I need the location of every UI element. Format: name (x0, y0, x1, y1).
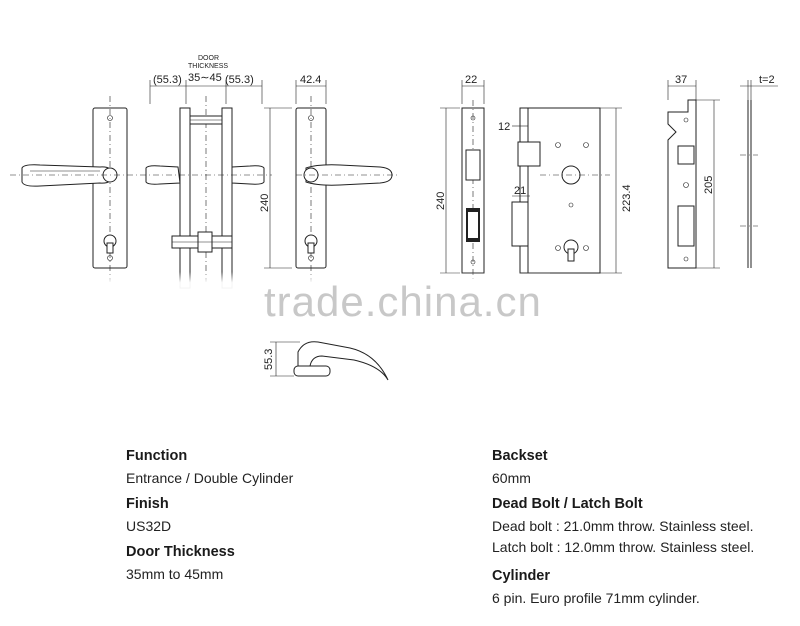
spec-bolts: Dead Bolt / Latch Bolt Dead bolt : 21.0m… (492, 496, 754, 558)
spec-backset: Backset 60mm (492, 448, 548, 489)
spec-backset-label: Backset (492, 448, 548, 464)
spec-finish-value: US32D (126, 518, 172, 534)
dim-strike-thickness: t=2 (759, 74, 775, 86)
spec-cylinder-label: Cylinder (492, 568, 551, 584)
lock-case-view (511, 107, 610, 274)
dim-strike-height: 205 (703, 176, 715, 194)
handle-profile-view (293, 341, 389, 381)
spec-function: Function Entrance / Double Cylinder (126, 448, 293, 489)
technical-drawing: DOOR THICKNESS (55.3) 35∼45 (55.3) 42.4 … (10, 55, 778, 381)
spec-function-label: Function (126, 448, 188, 464)
dim-thickness-range: 35∼45 (188, 72, 222, 84)
spec-cylinder-value: 6 pin. Euro profile 71mm cylinder. (492, 590, 700, 606)
dim-left-offset: (55.3) (153, 74, 182, 86)
dim-plate-width: 42.4 (300, 74, 321, 86)
spec-door-thickness: Door Thickness 35mm to 45mm (126, 544, 235, 585)
spec-cylinder: Cylinder 6 pin. Euro profile 71mm cylind… (492, 568, 700, 609)
plate-side-view (295, 96, 400, 282)
spec-function-value: Entrance / Double Cylinder (126, 470, 294, 486)
dim-door-label-2: THICKNESS (188, 63, 228, 70)
dim-strike-width: 37 (675, 74, 687, 86)
dim-plate-height-side: 240 (435, 192, 447, 210)
dim-right-offset: (55.3) (225, 74, 254, 86)
strike-plate-view (667, 99, 697, 269)
watermark-fade (80, 272, 550, 298)
spec-door-thickness-label: Door Thickness (126, 544, 235, 560)
door-section-view (140, 96, 272, 289)
spec-door-thickness-value: 35mm to 45mm (126, 566, 224, 582)
spec-finish: Finish US32D (126, 496, 171, 537)
front-plate-view (10, 96, 140, 282)
faceplate-view (461, 100, 485, 282)
dim-lock-case-depth: 22 (465, 74, 477, 86)
spec-backset-value: 60mm (492, 470, 531, 486)
dim-lock-case-height: 223.4 (621, 184, 633, 212)
dim-latch-throw: 12 (498, 121, 510, 133)
spec-deadbolt-value: Dead bolt : 21.0mm throw. Stainless stee… (492, 518, 754, 534)
dim-handle-height: 55.3 (263, 349, 275, 370)
spec-finish-label: Finish (126, 496, 169, 512)
dim-bolt-throw: 21 (514, 185, 526, 197)
spec-latchbolt-value: Latch bolt : 12.0mm throw. Stainless ste… (492, 539, 755, 555)
dim-door-label-1: DOOR (198, 55, 219, 62)
dimension-lines (149, 80, 778, 377)
dim-plate-height-front: 240 (259, 194, 271, 212)
strike-edge-view (740, 100, 758, 268)
watermark: trade.china.cn (264, 278, 542, 325)
spec-bolts-label: Dead Bolt / Latch Bolt (492, 496, 643, 512)
